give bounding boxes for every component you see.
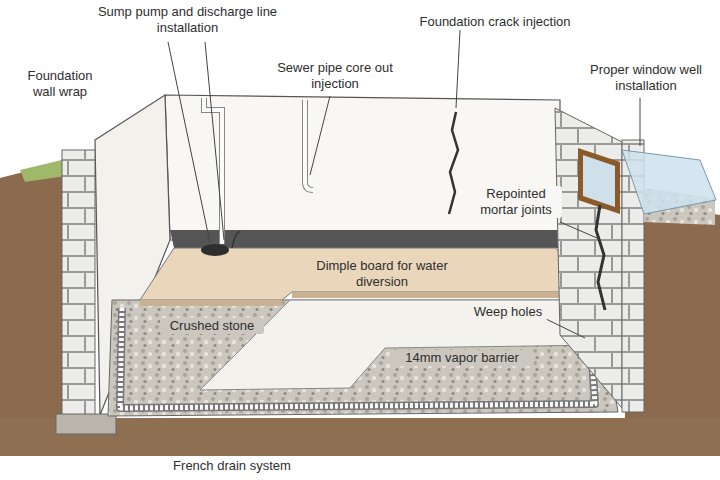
part-label: Crushed stone (160, 318, 264, 334)
callout-label: Proper window well installation (578, 62, 714, 94)
callout-label: Sump pump and discharge line installatio… (88, 4, 287, 36)
callout-label: Foundation wall wrap (18, 68, 102, 100)
part-label: Dimple board for water diversion (300, 258, 464, 290)
callout-label: Sewer pipe core out injection (268, 60, 402, 92)
callout-label: Repointed mortar joints (470, 186, 562, 218)
callout-label: French drain system (150, 458, 314, 474)
callout-label: Weep holes (468, 304, 548, 320)
part-label: 14mm vapor barrier (390, 350, 534, 366)
callout-label: Foundation crack injection (398, 14, 592, 30)
